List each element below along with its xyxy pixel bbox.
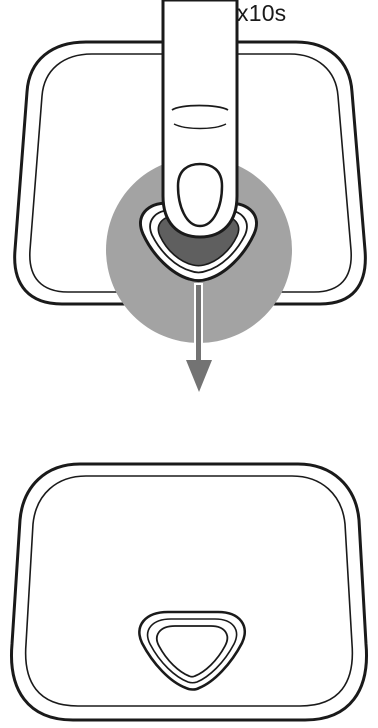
hold-duration-label: x10s: [237, 0, 287, 26]
idle-button-face: [155, 625, 229, 678]
arrow-head: [186, 360, 212, 392]
arrow-shaft: [194, 283, 203, 363]
arrow-down-icon: [186, 283, 212, 392]
device-panel-bottom: [10, 462, 368, 722]
idle-button-middle-ring: [146, 618, 238, 684]
panel-top-inner-edge: [29, 53, 352, 293]
finger-press-icon: [161, 0, 239, 239]
finger-knuckle-crease: [171, 104, 229, 111]
fingernail: [176, 162, 224, 228]
panel-bottom-inner-edge: [24, 475, 354, 707]
panel-bottom-outer-edge: [10, 462, 368, 722]
finger-knuckle-crease-lower: [173, 123, 227, 130]
release-button-idle: [138, 610, 247, 691]
